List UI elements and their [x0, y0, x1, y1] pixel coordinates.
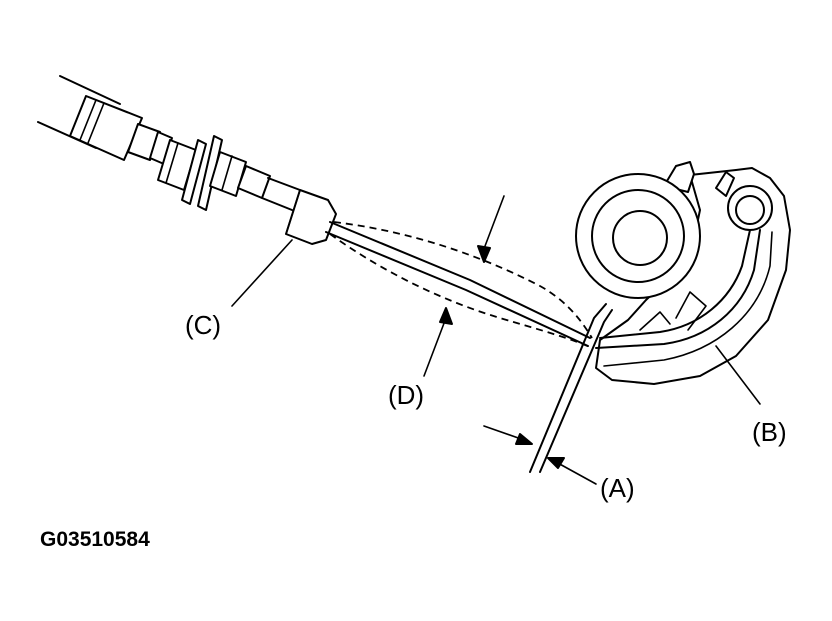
label-a: (A)	[600, 473, 635, 503]
figure-code: G03510584	[40, 528, 150, 551]
adjusting-nuts	[157, 135, 301, 211]
label-d: (D)	[388, 380, 424, 410]
dimension-a-arrows	[483, 425, 597, 485]
outer-cable-end	[285, 189, 337, 245]
label-c: (C)	[185, 310, 221, 340]
cable-deflection-envelope	[329, 221, 593, 349]
dimension-d-indicator	[423, 195, 505, 377]
stop-bracket	[529, 303, 613, 473]
leader-c	[231, 239, 293, 307]
cable-housing	[37, 75, 173, 165]
label-b: (B)	[752, 417, 787, 447]
leader-b	[715, 345, 761, 405]
inner-cable	[325, 221, 591, 347]
throttle-lever	[575, 161, 791, 385]
